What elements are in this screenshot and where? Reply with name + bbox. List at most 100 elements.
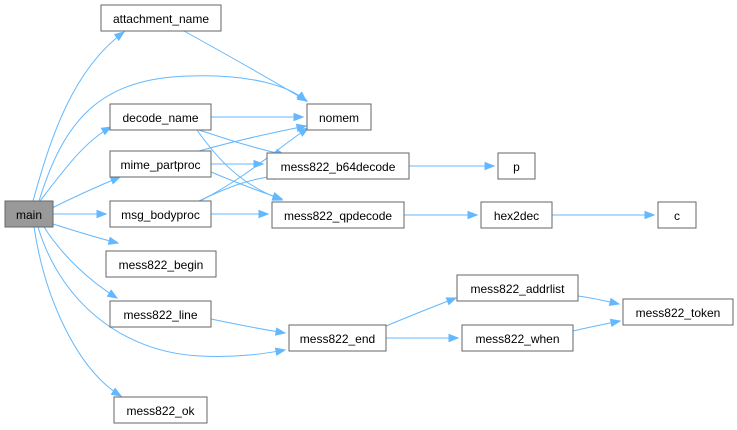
arrowhead-icon [113,31,126,42]
edge-mess822_end-to-mess822_addrlist [385,297,458,327]
edge-decode_name-to-nomem [211,112,305,122]
node-box [109,103,212,131]
node-box [109,300,212,328]
arrowhead-icon [107,236,120,245]
node-mess822_qpdecode[interactable]: mess822_qpdecode [271,201,405,229]
node-mess822_end[interactable]: mess822_end [288,324,387,352]
arrowhead-icon [110,387,123,397]
edge-msg_bodyproc-to-nomem [199,127,310,202]
node-label: mess822_addrlist [470,282,565,296]
node-mess822_ok[interactable]: mess822_ok [113,396,208,424]
arrowhead-icon [106,289,119,299]
edge-mime_partproc-to-mess822_qpdecode [210,171,284,201]
node-label: c [674,209,680,223]
edge-line [32,31,125,202]
edge-mess822_line-to-mess822_end [210,318,287,336]
arrowhead-icon [608,297,621,306]
edge-line [39,126,112,202]
edge-attachment_name-to-nomem [183,30,309,102]
edge-line [210,318,286,334]
arrowhead-icon [609,318,622,328]
node-nomem[interactable]: nomem [306,103,372,131]
node-box [105,250,217,278]
node-label: mess822_begin [119,258,204,272]
arrowhead-icon [96,209,108,219]
edge-line [37,226,286,357]
nodes-layer: main attachment_name decode_name mime_partp… [4,4,734,424]
edge-line [198,129,286,156]
edge-main-to-mess822_line [43,226,119,299]
node-box [657,201,697,229]
node-box [306,103,372,131]
edge-main-to-mess822_ok [33,226,123,397]
node-label: hex2dec [494,209,539,223]
arrowhead-icon [448,333,460,343]
arrowhead-icon [109,176,122,185]
arrowhead-icon [644,210,656,220]
node-mess822_addrlist[interactable]: mess822_addrlist [456,274,579,302]
edge-mess822_when-to-mess822_token [572,318,622,332]
edge-line [33,226,122,397]
node-box [622,298,734,326]
arrowhead-icon [271,191,284,201]
node-label: decode_name [122,111,198,125]
edges-layer [32,30,656,397]
node-label: nomem [319,111,359,125]
node-hex2dec[interactable]: hex2dec [480,201,553,229]
node-attachment_name[interactable]: attachment_name [100,4,222,32]
edge-line [385,297,457,327]
arrowhead-icon [297,127,310,137]
node-box [100,4,222,32]
node-label: mess822_qpdecode [284,209,392,223]
edge-line [52,223,119,244]
node-box [461,324,574,352]
edge-line [198,125,307,152]
node-mess822_b64decode[interactable]: mess822_b64decode [266,152,410,180]
node-label: mime_partproc [120,158,200,172]
node-box [480,201,553,229]
edge-decode_name-to-mess822_b64decode [198,129,287,158]
node-mess822_line[interactable]: mess822_line [109,300,212,328]
node-label: mess822_line [123,308,197,322]
edge-line [43,226,118,299]
arrowhead-icon [296,92,309,102]
node-decode_name[interactable]: decode_name [109,103,212,131]
arrowhead-icon [484,161,496,171]
arrowhead-icon [445,297,458,306]
node-label: mess822_b64decode [281,160,396,174]
node-label: msg_bodyproc [121,208,200,222]
node-box [497,152,536,180]
edge-hex2dec-to-c [552,210,656,220]
edge-mess822_addrlist-to-mess822_token [577,295,621,306]
node-mess822_token[interactable]: mess822_token [622,298,734,326]
edge-line [183,30,308,102]
node-label: p [513,160,520,174]
node-label: mess822_ok [126,404,195,418]
arrowhead-icon [467,210,479,220]
node-box [288,324,387,352]
node-label: main [16,208,42,222]
edge-mess822_b64decode-to-p [409,161,496,171]
edge-mess822_qpdecode-to-hex2dec [404,210,479,220]
edge-mess822_end-to-mess822_when [386,333,460,343]
node-main[interactable]: main [4,200,54,228]
edge-line [38,75,307,202]
node-box [109,150,212,178]
node-box [271,201,405,229]
node-label: mess822_token [636,306,721,320]
arrowhead-icon [100,126,113,136]
node-mime_partproc[interactable]: mime_partproc [109,150,212,178]
node-c[interactable]: c [657,201,697,229]
node-box [109,200,212,228]
node-box [266,152,410,180]
node-mess822_when[interactable]: mess822_when [461,324,574,352]
node-mess822_begin[interactable]: mess822_begin [105,250,217,278]
node-label: mess822_end [300,332,375,346]
arrowhead-icon [295,123,308,132]
arrowhead-icon [274,327,287,336]
arrowhead-icon [274,347,287,356]
node-label: mess822_when [475,332,559,346]
node-msg_bodyproc[interactable]: msg_bodyproc [109,200,212,228]
node-p[interactable]: p [497,152,536,180]
